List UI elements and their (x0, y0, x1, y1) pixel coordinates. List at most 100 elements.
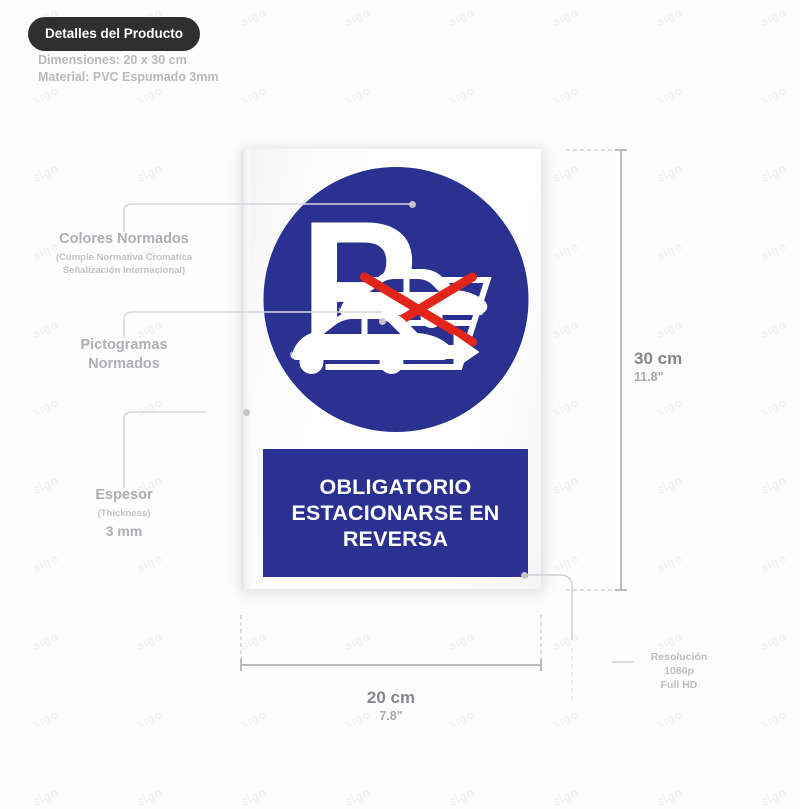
banner-line-3: REVERSA (342, 527, 449, 551)
banner-line-1: OBLIGATORIO (319, 475, 472, 499)
watermark-text: sigo (446, 5, 477, 29)
watermark-text: sigo (654, 161, 685, 185)
watermark-text: sigo (654, 83, 685, 107)
watermark-text: sigo (550, 317, 581, 341)
watermark-text: sigo (550, 785, 581, 809)
annotation-value: 3 mm (105, 523, 143, 539)
watermark-text: sigo (342, 629, 373, 653)
watermark-text: sigo (30, 551, 61, 575)
dimension-width-in: 7.8" (379, 709, 403, 723)
watermark-text: sigo (238, 5, 269, 29)
watermark-text: sigo (134, 395, 165, 419)
spec-dimensions: Dimensiones: 20 x 30 cm (38, 53, 187, 67)
watermark-text: sigo (342, 785, 373, 809)
watermark-text: sigo (238, 83, 269, 107)
right-arrow-icon (415, 334, 479, 370)
annotation-title-line-1: Pictogramas (80, 337, 168, 353)
annotation-title: Espesor (95, 487, 153, 503)
watermark-text: sigo (238, 629, 269, 653)
leader-dot-pictogramas (379, 318, 386, 325)
watermark-text: sigo (654, 239, 685, 263)
watermark-text: sigo (550, 5, 581, 29)
watermark-text: sigo (654, 707, 685, 731)
watermark-text: sigo (550, 629, 581, 653)
watermark-text: sigo (758, 395, 789, 419)
sign-text-banner: OBLIGATORIO ESTACIONARSE EN REVERSA (263, 449, 528, 577)
resolution-value: 1080p (664, 665, 694, 677)
watermark-text: sigo (446, 707, 477, 731)
banner-line-2: ESTACIONARSE EN (291, 501, 500, 525)
watermark-text: sigo (758, 707, 789, 731)
watermark-text: sigo (30, 395, 61, 419)
annotation-colores-normados: Colores Normados (Cumple Normativa Cromá… (24, 230, 224, 277)
watermark-text: sigo (550, 83, 581, 107)
pictogram-svg: P (289, 184, 492, 383)
watermark-text: sigo (550, 161, 581, 185)
watermark-text: sigo (446, 785, 477, 809)
product-sign: P (241, 149, 541, 589)
watermark-text: sigo (758, 317, 789, 341)
watermark-text: sigo (758, 551, 789, 575)
watermark-text: sigo (654, 395, 685, 419)
watermark-text: sigo (342, 5, 373, 29)
watermark-text: sigo (238, 785, 269, 809)
leader-dot-espesor (243, 409, 250, 416)
watermark-text: sigo (550, 473, 581, 497)
watermark-text: sigo (134, 161, 165, 185)
watermark-text: sigo (654, 551, 685, 575)
dimension-height-in: 11.8" (634, 370, 664, 384)
watermark-text: sigo (550, 707, 581, 731)
spec-material: Material: PVC Espumado 3mm (38, 70, 219, 84)
lower-car-icon (289, 310, 451, 374)
resolution-label: Resolución (650, 651, 708, 663)
watermark-text: sigo (30, 785, 61, 809)
watermark-text: sigo (238, 707, 269, 731)
product-details-badge: Detalles del Producto (28, 17, 201, 51)
leader-dot-colores (409, 201, 416, 208)
watermark-text: sigo (758, 5, 789, 29)
watermark-text: sigo (134, 629, 165, 653)
watermark-text: sigo (446, 83, 477, 107)
sign-banner-text: OBLIGATORIO ESTACIONARSE EN REVERSA (291, 474, 499, 552)
watermark-text: sigo (30, 629, 61, 653)
annotation-title-line-2: Normados (88, 356, 160, 372)
annotation-subtitle: (Thickness) (97, 508, 151, 519)
annotation-espesor: Espesor (Thickness) 3 mm (24, 486, 224, 541)
dimension-width-cm: 20 cm (366, 688, 416, 707)
watermark-text: sigo (654, 5, 685, 29)
watermark-text: sigo (134, 785, 165, 809)
watermark-text: sigo (550, 239, 581, 263)
watermark-text: sigo (654, 473, 685, 497)
watermark-text: sigo (758, 629, 789, 653)
watermark-text: sigo (30, 707, 61, 731)
watermark-text: sigo (446, 629, 477, 653)
watermark-text: sigo (30, 161, 61, 185)
sign-thickness-edge (241, 149, 250, 589)
watermark-text: sigo (30, 83, 61, 107)
watermark-text: sigo (758, 473, 789, 497)
product-spec-lines: Dimensiones: 20 x 30 cm Material: PVC Es… (38, 52, 219, 86)
watermark-text: sigo (758, 83, 789, 107)
watermark-text: sigo (758, 785, 789, 809)
watermark-text: sigo (134, 83, 165, 107)
annotation-title: Colores Normados (59, 231, 189, 247)
annotation-pictogramas-normados: Pictogramas Normados (24, 336, 224, 374)
resolution-quality: Full HD (660, 679, 698, 691)
watermark-text: sigo (134, 707, 165, 731)
dimension-height-cm: 30 cm (634, 349, 683, 368)
leader-dot-resolution (521, 572, 528, 579)
annotation-subtitle-line-2: Señalización Internacional) (62, 265, 186, 276)
watermark-text: sigo (134, 551, 165, 575)
lower-car-windows (323, 319, 400, 334)
watermark-text: sigo (654, 785, 685, 809)
dimension-width: 20 cm 7.8" (336, 687, 446, 725)
watermark-text: sigo (550, 395, 581, 419)
dimension-height: 30 cm 11.8" (634, 348, 744, 386)
resolution-note: Resolución 1080p Full HD (626, 650, 732, 692)
annotation-subtitle-line-1: (Cumple Normativa Cromática (55, 252, 193, 263)
watermark-text: sigo (758, 161, 789, 185)
mandatory-pictogram-circle: P (263, 167, 528, 432)
watermark-text: sigo (550, 551, 581, 575)
watermark-text: sigo (758, 239, 789, 263)
watermark-text: sigo (654, 317, 685, 341)
